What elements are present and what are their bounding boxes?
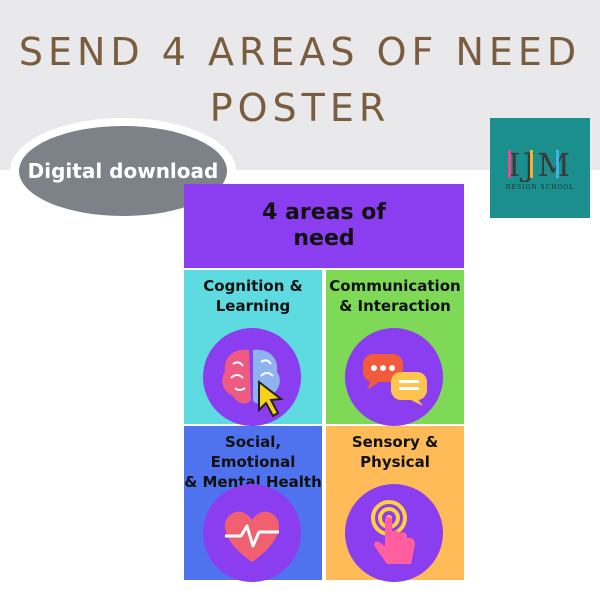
- poster-preview: 4 areas of need Cognition & Learning Com…: [184, 184, 464, 582]
- cell-label: Cognition & Learning: [203, 277, 303, 315]
- touch-hand-icon: [371, 500, 415, 564]
- heartbeat-icon: [224, 511, 280, 562]
- poster-title: 4 areas of need: [262, 200, 386, 251]
- page-headline: SEND 4 AREAS OF NEED POSTER: [0, 24, 600, 136]
- cell-label: Social, Emotional & Mental Health: [184, 433, 322, 491]
- cell-social-emotional: Social, Emotional & Mental Health: [184, 426, 322, 582]
- badge-label: Digital download: [27, 159, 219, 183]
- cell-label: Communication & Interaction: [329, 277, 461, 315]
- cell-cognition-learning: Cognition & Learning: [184, 270, 322, 426]
- svg-text:IJM: IJM: [508, 146, 572, 182]
- icon-circle: [203, 484, 301, 582]
- poster-header: 4 areas of need: [184, 184, 464, 268]
- cell-sensory-physical: Sensory & Physical: [326, 426, 464, 582]
- logo-subtitle: DESIGN SCHOOL: [505, 183, 575, 191]
- brain-cursor-icon: [222, 349, 284, 418]
- icon-circle: [203, 328, 301, 426]
- brand-logo: IJM DESIGN SCHOOL: [490, 118, 590, 218]
- chat-bubbles-icon: [363, 354, 427, 406]
- logo-mark-icon: IJM: [508, 146, 572, 182]
- cell-label: Sensory & Physical: [351, 433, 439, 471]
- cell-communication-interaction: Communication & Interaction: [326, 270, 464, 426]
- headline-line-1: SEND 4 AREAS OF NEED: [18, 30, 582, 74]
- digital-download-badge: Digital download: [10, 118, 236, 224]
- headline-line-2: POSTER: [209, 86, 391, 130]
- icon-circle: [345, 484, 443, 582]
- icon-circle: [345, 328, 443, 426]
